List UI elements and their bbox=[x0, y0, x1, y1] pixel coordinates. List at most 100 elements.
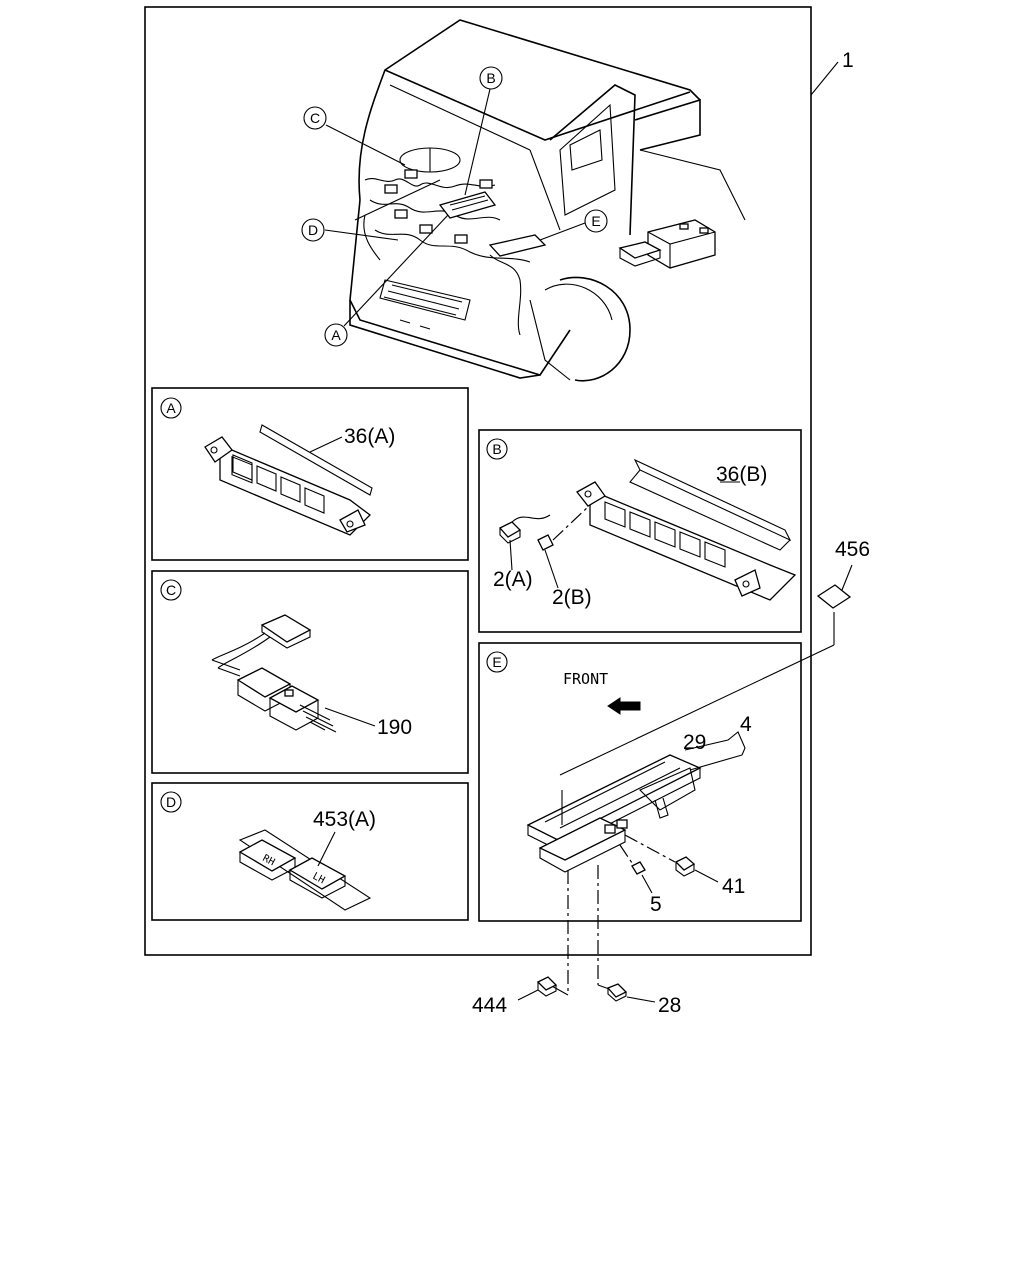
panel-b-letter-circle bbox=[486, 438, 508, 460]
connector-small-5 bbox=[454, 234, 468, 244]
fuse-block-a-hole-left bbox=[210, 446, 218, 454]
pad-456 bbox=[816, 584, 852, 609]
connector-small-1 bbox=[384, 184, 398, 194]
callout-b-overview: B bbox=[464, 66, 503, 196]
panel-b-part-label: 36(B) bbox=[716, 463, 767, 486]
callout-b-letter: B bbox=[486, 70, 495, 86]
relay-bracket-ribs bbox=[544, 761, 681, 829]
callout-e-letter: E bbox=[591, 213, 600, 229]
callout-a-overview: A bbox=[324, 214, 449, 347]
connector-c-latch bbox=[284, 689, 294, 697]
panel-e-letter: E bbox=[492, 654, 501, 670]
fuse-2a-side bbox=[499, 528, 521, 544]
panel-c-part-label: 190 bbox=[377, 716, 412, 739]
panel-c-leader bbox=[324, 707, 376, 727]
connector-c-wires bbox=[211, 632, 271, 669]
panel-e-letter-circle bbox=[486, 651, 508, 673]
fuse-2b bbox=[537, 534, 554, 551]
grille-slats bbox=[383, 284, 463, 316]
part-456-label: 456 bbox=[835, 538, 870, 561]
fuse-block-b bbox=[589, 489, 797, 601]
callout-c-overview: C bbox=[303, 106, 406, 166]
panel-d-frame bbox=[151, 782, 469, 921]
hood-crease bbox=[354, 179, 441, 221]
harness-wire-3 bbox=[374, 229, 531, 263]
fuse-block-a-tab-right bbox=[339, 509, 366, 533]
clip-41 bbox=[674, 856, 696, 871]
part-28: 28 bbox=[597, 865, 681, 1017]
part-444-label: 444 bbox=[472, 994, 507, 1017]
panel-a: A 36(A) bbox=[151, 387, 469, 561]
relay-clip bbox=[654, 797, 669, 819]
fuse-block-a-hole-right bbox=[346, 520, 354, 528]
assembly-frame bbox=[144, 6, 812, 956]
tag-rh-side bbox=[239, 852, 296, 881]
battery-terminal-1 bbox=[679, 223, 689, 230]
bolt-28-leader bbox=[626, 996, 656, 1003]
assembly-number-label: 1 bbox=[842, 49, 854, 72]
callout-e-overview: E bbox=[539, 209, 608, 241]
panel-c-letter-circle bbox=[160, 579, 182, 601]
fuse-block-b-hole-left bbox=[584, 490, 592, 498]
battery-fuse-box-side bbox=[619, 248, 661, 267]
harness-wire-2 bbox=[369, 199, 501, 221]
callout-a-leader bbox=[343, 214, 449, 327]
callout-a-circle bbox=[324, 323, 348, 347]
panel-a-leader bbox=[309, 436, 343, 453]
door-frame bbox=[549, 84, 636, 236]
cab-top-edge bbox=[384, 69, 691, 141]
fuse-2a-wire bbox=[511, 514, 551, 523]
wheel-arch bbox=[544, 283, 613, 321]
fuse-2a-label: 2(A) bbox=[493, 568, 533, 591]
connector-c-pins bbox=[299, 704, 337, 733]
hood-outline bbox=[349, 199, 571, 376]
connector-small-3 bbox=[394, 209, 408, 219]
panel-d: D RH LH 453(A) bbox=[151, 782, 469, 921]
side-mirror bbox=[569, 129, 603, 171]
connector-small-2 bbox=[404, 169, 418, 179]
callout-a-letter: A bbox=[331, 327, 341, 343]
panel-b-frame bbox=[478, 429, 802, 633]
panel-c: C 190 bbox=[151, 570, 469, 774]
door-window bbox=[559, 103, 616, 216]
battery-edges bbox=[647, 231, 716, 268]
dash-fuse-box-slots bbox=[449, 195, 489, 211]
tag-lh-text: LH bbox=[311, 871, 327, 886]
fuse-block-b-cover-side bbox=[629, 469, 791, 551]
callout-b-leader bbox=[464, 88, 491, 196]
pad-456-leader bbox=[841, 564, 853, 591]
part-29-label: 29 bbox=[683, 731, 706, 754]
grille bbox=[379, 279, 471, 321]
panel-e-frame bbox=[478, 642, 802, 922]
fender-edge bbox=[529, 299, 571, 381]
callout-d-letter: D bbox=[308, 222, 318, 238]
panel-b-letter: B bbox=[492, 441, 501, 457]
bolt-28 bbox=[606, 983, 628, 998]
panel-c-letter: C bbox=[166, 582, 176, 598]
assembly-4-leader bbox=[689, 754, 743, 771]
bracket-brace bbox=[684, 731, 746, 756]
panel-d-leader bbox=[317, 831, 336, 867]
part-41-label: 41 bbox=[722, 875, 745, 898]
fuse-2b-install-line bbox=[552, 504, 591, 541]
fuse-slots-b bbox=[604, 501, 726, 568]
connector-c-top-side bbox=[261, 625, 311, 649]
callout-c-leader bbox=[325, 124, 406, 166]
nut-444 bbox=[536, 976, 558, 991]
tag-rh-text: RH bbox=[261, 853, 277, 868]
cab-roof-line bbox=[358, 19, 701, 201]
tag-band bbox=[238, 829, 372, 911]
relay-base-side bbox=[539, 830, 626, 873]
panel-d-letter-circle bbox=[160, 791, 182, 813]
front-direction-label: FRONT bbox=[563, 670, 608, 688]
battery bbox=[647, 219, 716, 269]
panel-a-letter: A bbox=[166, 400, 176, 416]
part-4-label: 4 bbox=[740, 713, 752, 736]
fuse-block-b-hole-right bbox=[742, 580, 750, 588]
tag-lh-side bbox=[289, 870, 346, 899]
clip-41-install-line bbox=[624, 834, 676, 863]
front-wheel bbox=[559, 276, 631, 382]
dash-fuse-box bbox=[438, 191, 497, 219]
part-456: 456 bbox=[559, 538, 870, 776]
